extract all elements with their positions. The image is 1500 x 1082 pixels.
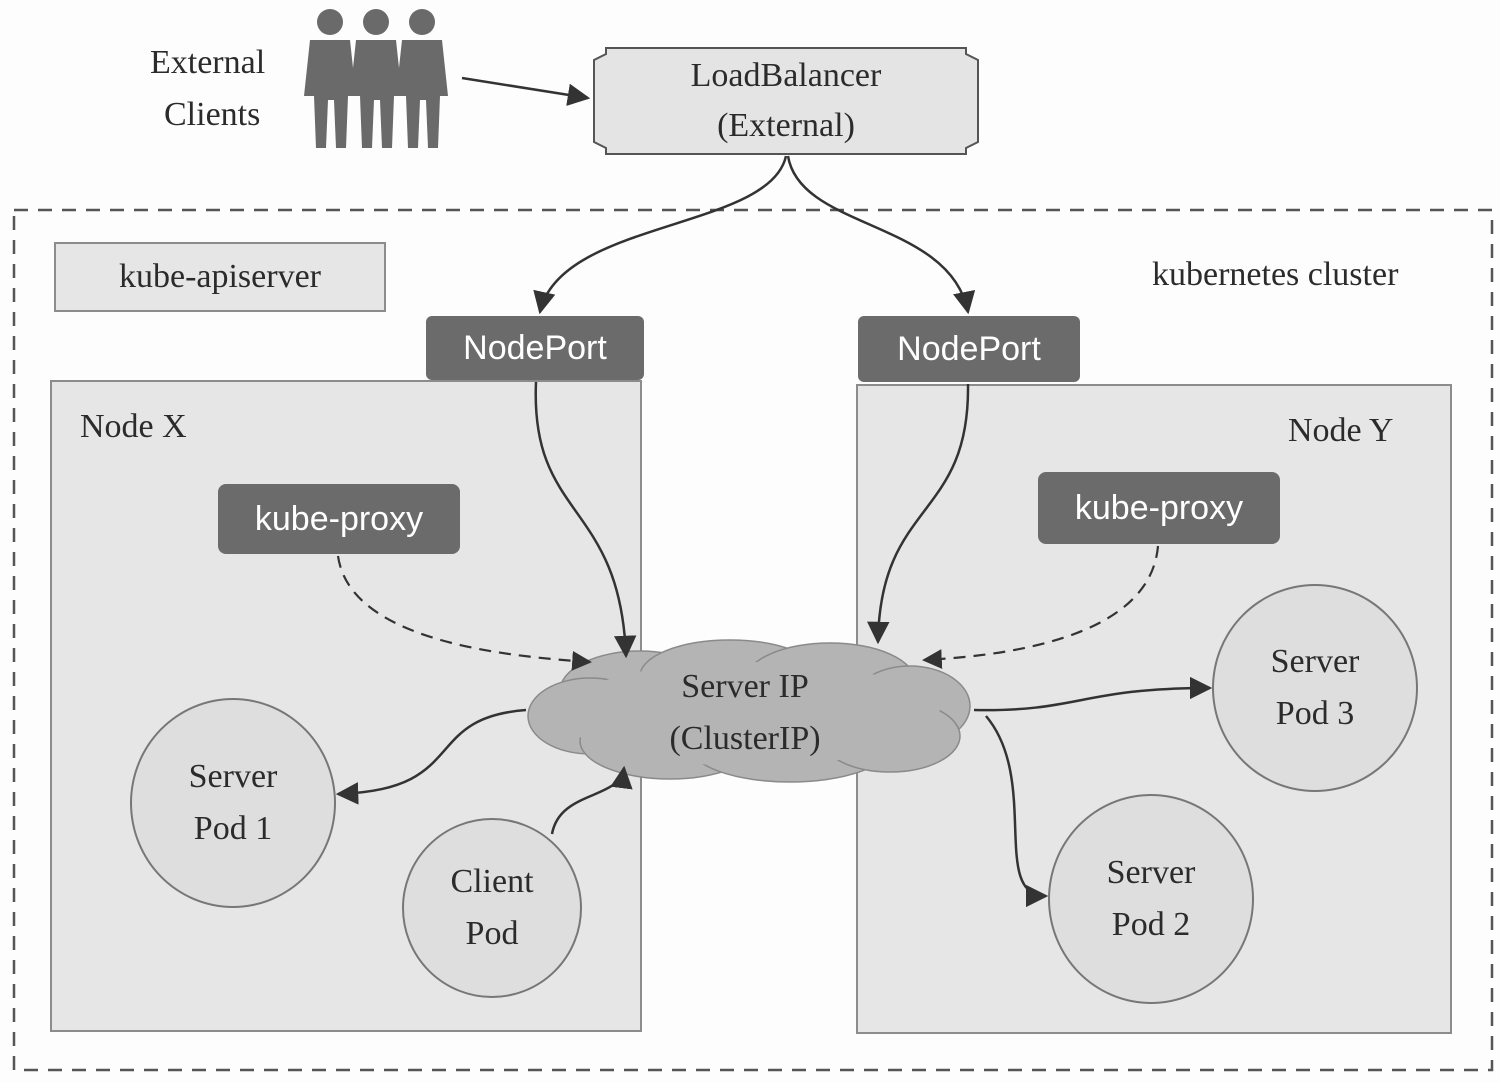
- arrow-clusterip-to-pod3: [973, 676, 1213, 712]
- node-x-nodeport: NodePort: [426, 316, 644, 380]
- cluster-ip-subtitle: (ClusterIP): [669, 720, 821, 757]
- arrow-lb-to-nodeport-x: [533, 155, 788, 315]
- server-pod-2-line1: Server: [1106, 854, 1196, 891]
- server-pod-1-line1: Server: [188, 758, 278, 795]
- people-icon: [304, 9, 448, 148]
- arrow-clientpod-to-clusterip: [550, 765, 633, 835]
- server-pod-1-line2: Pod 1: [193, 810, 273, 847]
- arrow-clients-to-loadbalancer: [461, 76, 591, 106]
- cluster-boundary: [12, 208, 1494, 1072]
- server-pod-2-line2: Pod 2: [1111, 906, 1191, 943]
- server-pod-1: Server Pod 1: [130, 698, 336, 908]
- server-pod-3: Server Pod 3: [1212, 584, 1418, 792]
- dashed-proxy-y-to-clusterip: [922, 545, 1160, 669]
- dashed-proxy-x-to-clusterip: [336, 555, 592, 671]
- external-clients-label-line1: External: [150, 44, 266, 81]
- client-pod: Client Pod: [402, 818, 582, 998]
- arrow-nodeport-y-to-clusterip: [867, 383, 970, 645]
- load-balancer-subtitle: (External): [717, 107, 855, 144]
- cluster-ip-cloud: [527, 639, 971, 783]
- client-pod-line2: Pod: [465, 915, 519, 952]
- cluster-label: kubernetes cluster: [1152, 256, 1399, 293]
- server-pod-3-line2: Pod 3: [1275, 695, 1355, 732]
- load-balancer-shape: [593, 47, 979, 155]
- server-pod-3-line1: Server: [1270, 643, 1360, 680]
- node-y-label: Node Y: [1288, 412, 1394, 449]
- arrow-clusterip-to-pod1: [335, 708, 527, 805]
- node-x-label: Node X: [80, 408, 187, 445]
- cluster-ip-title: Server IP: [681, 668, 809, 705]
- client-pod-line1: Client: [450, 863, 534, 900]
- arrow-nodeport-x-to-clusterip: [534, 381, 637, 659]
- node-y-kube-proxy: kube-proxy: [1038, 472, 1280, 544]
- load-balancer-title: LoadBalancer: [690, 57, 882, 94]
- arrow-lb-to-nodeport-y: [786, 155, 976, 315]
- server-pod-2: Server Pod 2: [1048, 794, 1254, 1004]
- node-x-kube-proxy: kube-proxy: [218, 484, 460, 554]
- node-y-nodeport: NodePort: [858, 316, 1080, 382]
- kube-apiserver-box: kube-apiserver: [54, 242, 386, 312]
- external-clients-label-line2: Clients: [164, 96, 261, 133]
- arrow-clusterip-to-pod2: [985, 715, 1049, 908]
